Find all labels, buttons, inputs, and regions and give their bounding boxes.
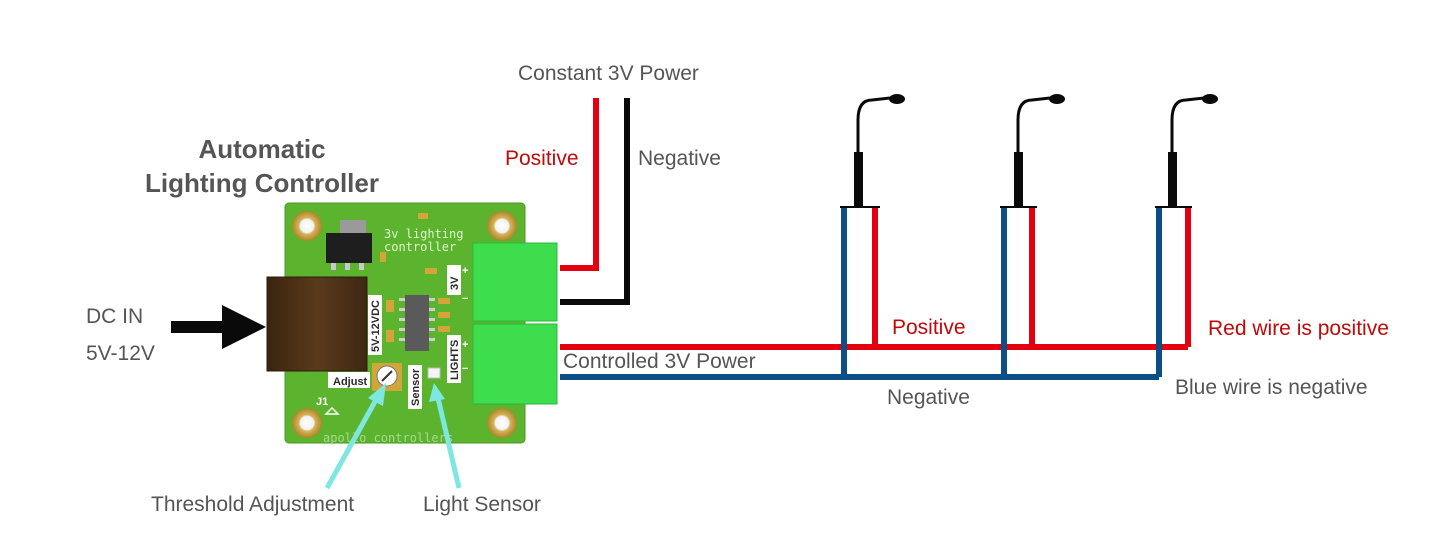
svg-text:−: −: [462, 293, 468, 305]
board-silk-title-2: controller: [384, 240, 456, 254]
dc-in-arrow: [171, 305, 266, 349]
controlled-power-label: Controlled 3V Power: [563, 350, 756, 373]
constant-power-terminal: [472, 242, 558, 322]
svg-text:3V: 3V: [449, 276, 461, 290]
threshold-adjustment-label: Threshold Adjustment: [151, 493, 354, 516]
light-sensor-component: [427, 367, 441, 379]
lights-label: LIGHTS: [447, 335, 461, 383]
blue-wire-note: Blue wire is negative: [1175, 376, 1368, 399]
svg-text:Adjust: Adjust: [333, 376, 368, 388]
constant-positive-label: Positive: [505, 147, 579, 170]
street-lamp-2: [1014, 94, 1065, 207]
dc-power-jack: [266, 276, 368, 372]
mounting-hole: [487, 211, 517, 241]
positive-bus-label: Positive: [892, 316, 966, 339]
constant-negative-wire: [560, 98, 630, 305]
title-line-1: Automatic: [198, 134, 325, 164]
mounting-hole: [487, 408, 517, 438]
microcontroller-chip: [399, 295, 435, 351]
voltage-regulator: [326, 220, 372, 270]
board-brand: apollo controllers: [323, 431, 453, 445]
constant-positive-wire: [560, 98, 599, 271]
constant-power-label: Constant 3V Power: [518, 62, 699, 85]
3v-label: 3V: [447, 265, 461, 295]
dc-in-label: DC IN: [86, 305, 143, 328]
adjust-label: Adjust: [328, 372, 370, 388]
constant-negative-label: Negative: [638, 147, 721, 170]
mounting-hole: [292, 408, 322, 438]
svg-text:Sensor: Sensor: [410, 368, 422, 406]
negative-bus-label: Negative: [887, 386, 970, 409]
controlled-power-terminal: [472, 323, 558, 405]
svg-text:LIGHTS: LIGHTS: [449, 340, 461, 380]
svg-text:+: +: [462, 265, 468, 277]
board-silk-title-1: 3v lighting: [384, 227, 463, 241]
title-line-2: Lighting Controller: [145, 168, 379, 198]
vdc-label: 5V-12VDC: [368, 295, 382, 355]
controlled-power-bus: [560, 206, 1192, 380]
light-sensor-label: Light Sensor: [423, 493, 541, 516]
street-lamp-3: [1168, 94, 1218, 207]
svg-text:+: +: [462, 339, 468, 351]
dc-range-label: 5V-12V: [86, 342, 155, 365]
sensor-label: Sensor: [408, 365, 422, 409]
red-wire-note: Red wire is positive: [1208, 317, 1389, 340]
sensor-pointer-arrow: [429, 383, 462, 489]
svg-text:−: −: [462, 363, 468, 375]
svg-text:5V-12VDC: 5V-12VDC: [370, 300, 382, 352]
mounting-hole: [292, 211, 322, 241]
constant-power-wires: [560, 98, 630, 305]
threshold-pointer-arrow: [324, 383, 386, 490]
j1-label: J1: [316, 396, 328, 408]
street-lamp-1: [854, 94, 905, 207]
